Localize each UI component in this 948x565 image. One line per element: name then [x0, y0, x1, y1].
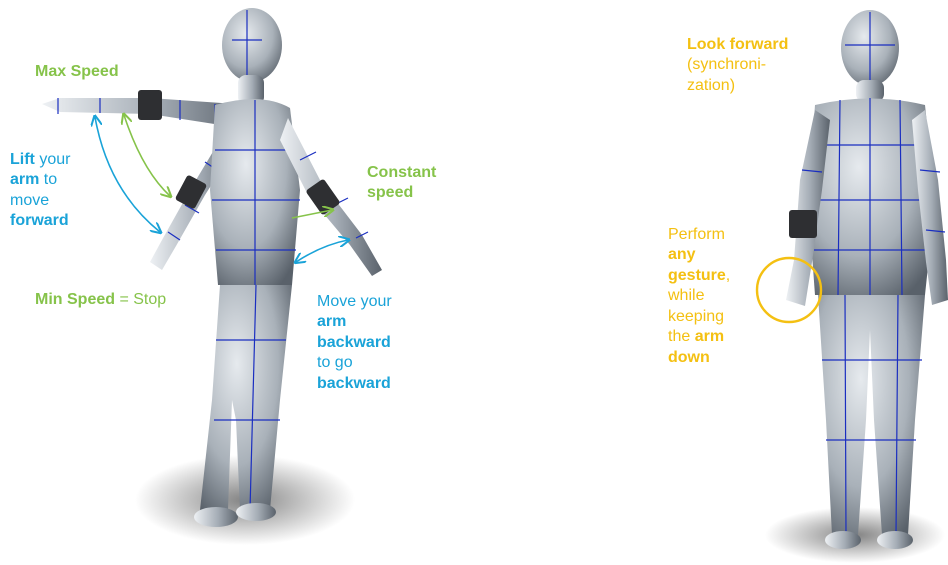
lift-arrow [95, 117, 160, 232]
keeping-text: keeping [668, 307, 730, 327]
speed-text: speed [367, 183, 436, 203]
constant-speed-label: Constant speed [367, 163, 436, 204]
stop-text: = Stop [115, 291, 166, 308]
move-word: move [10, 191, 70, 211]
left-armband-raised [138, 90, 162, 120]
right-armband [789, 210, 817, 238]
your-word: your [35, 151, 71, 168]
lift-arm-instruction: Lift your arm to move forward [10, 150, 70, 232]
constant-text: Constant [367, 163, 436, 183]
to-go-text: to go [317, 353, 392, 373]
left-head [222, 8, 282, 82]
move-backward-instruction: Move your arm backward to go backward [317, 292, 392, 394]
synchronization-text-2: zation) [687, 76, 788, 96]
max-speed-label: Max Speed [35, 62, 119, 82]
comma-text: , [726, 267, 730, 284]
min-speed-label: Min Speed = Stop [35, 290, 166, 310]
right-legs [818, 295, 925, 535]
perform-text: Perform [668, 225, 730, 245]
move-your-text: Move your [317, 292, 392, 312]
arm-text: arm [317, 312, 392, 332]
gesture-text: gesture [668, 267, 726, 284]
look-forward-text: Look forward [687, 35, 788, 55]
backward-arrow [296, 240, 348, 262]
arm-keep-text: arm [695, 328, 724, 345]
forward-word: forward [10, 211, 70, 231]
to-word: to [39, 171, 57, 188]
lift-word: Lift [10, 151, 35, 168]
look-forward-label: Look forward (synchroni- zation) [687, 35, 788, 96]
max-speed-text: Max Speed [35, 63, 119, 80]
the-text: the [668, 328, 695, 345]
any-text: any [668, 245, 730, 265]
backward-text-2: backward [317, 374, 392, 394]
synchronization-text-1: (synchroni- [687, 55, 788, 75]
perform-gesture-instruction: Perform any gesture, while keeping the a… [668, 225, 730, 368]
down-text: down [668, 348, 730, 368]
right-human-figure [765, 10, 948, 563]
min-speed-text: Min Speed [35, 291, 115, 308]
left-human-figure [42, 8, 382, 545]
speed-range-arrow [124, 115, 170, 196]
while-text: while [668, 286, 730, 306]
arm-word: arm [10, 171, 39, 188]
backward-text-1: backward [317, 333, 392, 353]
